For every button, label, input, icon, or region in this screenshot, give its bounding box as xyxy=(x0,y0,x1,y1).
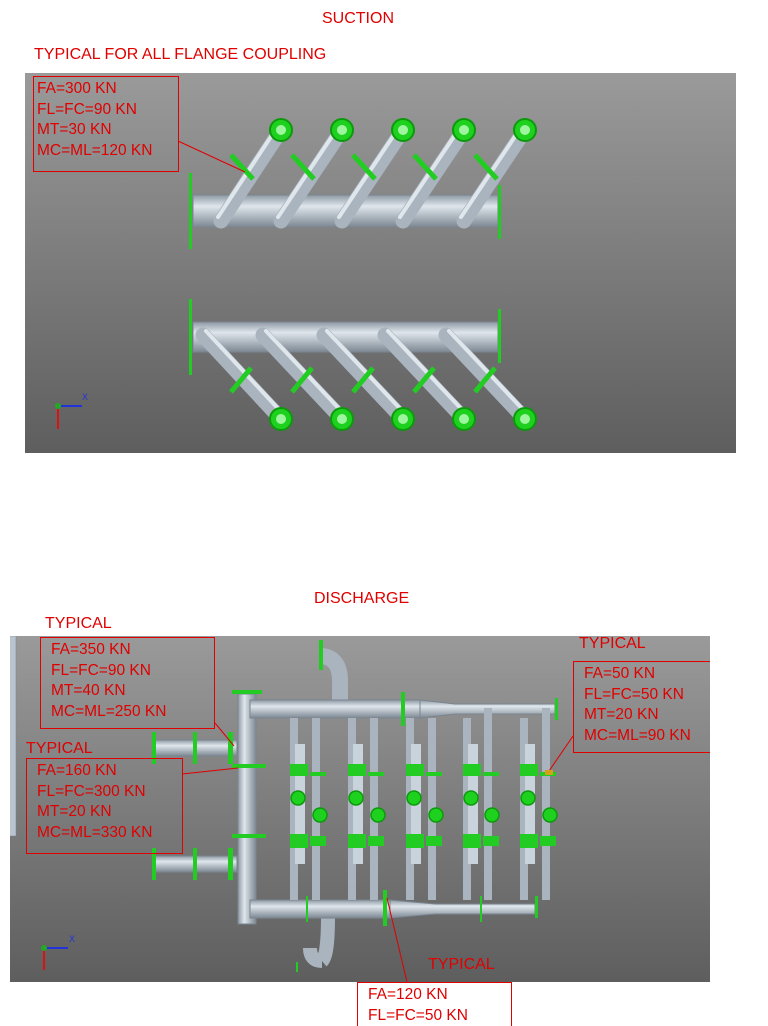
callout-line: MT=40 KN xyxy=(51,681,210,702)
axis-triad-icon xyxy=(55,403,82,429)
axis-triad-icon xyxy=(41,945,68,970)
callout-line: FA=50 KN xyxy=(584,664,710,685)
discharge-typical-left-mid: TYPICAL xyxy=(26,740,93,758)
discharge-valves xyxy=(291,791,557,822)
discharge-callout-left-top: FA=350 KN FL=FC=90 KN MT=40 KN MC=ML=250… xyxy=(40,637,215,729)
suction-note: TYPICAL FOR ALL FLANGE COUPLING xyxy=(34,46,326,64)
discharge-top-header xyxy=(250,700,420,718)
discharge-pump-columns xyxy=(10,636,16,836)
suction-viewport[interactable]: X FA=300 KN FL=FC=90 KN MT=30 KN MC=ML=1… xyxy=(25,73,736,453)
callout-line: MT=20 KN xyxy=(37,802,178,823)
discharge-callout-left-mid: FA=160 KN FL=FC=300 KN MT=20 KN MC=ML=33… xyxy=(26,758,183,854)
callout-line: FL=FC=50 KN xyxy=(368,1006,507,1026)
discharge-title: DISCHARGE xyxy=(314,590,409,608)
suction-load-callout: FA=300 KN FL=FC=90 KN MT=30 KN MC=ML=120… xyxy=(33,76,179,172)
callout-line: FA=300 KN xyxy=(37,79,174,100)
discharge-typical-bottom: TYPICAL xyxy=(428,956,495,974)
callout-line: FL=FC=300 KN xyxy=(37,782,178,803)
callout-line: MC=ML=250 KN xyxy=(51,702,210,723)
discharge-vertical-header xyxy=(238,694,256,924)
discharge-viewport[interactable]: X FA=350 KN FL=FC=90 KN MT=40 KN MC=ML=2… xyxy=(10,636,710,982)
suction-nozzles-top xyxy=(270,119,536,141)
callout-line: FA=120 KN xyxy=(368,985,507,1006)
discharge-callout-bottom: FA=120 KN FL=FC=50 KN xyxy=(357,982,512,1026)
callout-line: FA=160 KN xyxy=(37,761,178,782)
callout-line: MT=20 KN xyxy=(584,705,710,726)
discharge-axis-label: X xyxy=(69,934,75,944)
discharge-typical-right: TYPICAL xyxy=(579,635,646,653)
callout-line: MC=ML=90 KN xyxy=(584,726,710,747)
discharge-elbow-bottom xyxy=(322,916,328,961)
callout-line: FL=FC=90 KN xyxy=(51,661,210,682)
callout-line: MC=ML=330 KN xyxy=(37,823,178,844)
callout-line: FL=FC=50 KN xyxy=(584,685,710,706)
callout-line: FA=350 KN xyxy=(51,640,210,661)
callout-line: MT=30 KN xyxy=(37,120,174,141)
discharge-typical-left-top: TYPICAL xyxy=(45,615,112,633)
suction-nozzles-bottom xyxy=(270,408,536,430)
callout-line: FL=FC=90 KN xyxy=(37,100,174,121)
discharge-column-flanges xyxy=(290,764,556,848)
discharge-callout-right: FA=50 KN FL=FC=50 KN MT=20 KN MC=ML=90 K… xyxy=(573,661,710,753)
suction-axis-label: X xyxy=(82,392,88,402)
discharge-bottom-header xyxy=(250,900,390,918)
callout-line: MC=ML=120 KN xyxy=(37,141,174,162)
suction-title: SUCTION xyxy=(322,10,394,28)
